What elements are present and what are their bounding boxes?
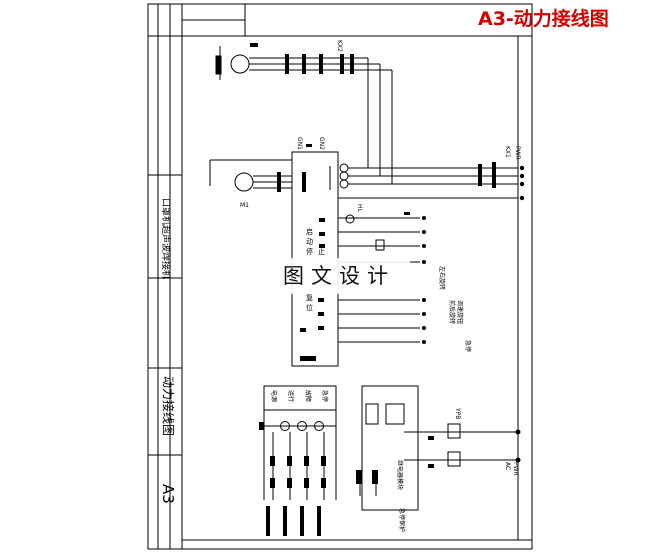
stack-1: 动 [306,237,313,246]
hl-label: HL [356,204,363,213]
relay-label: 继电器模块 [396,460,404,490]
stack-2: 停 [306,247,313,256]
indicator-2: 故障 [304,390,312,402]
stack-5: 位 [306,303,313,312]
bottom-note: 急停保护 [398,508,406,532]
pwr-bottom-label: PWR [512,462,519,476]
ctrl-list: 调速旋钮 [456,300,464,324]
ctrl-col3: 急停 [464,340,472,352]
stack-3: 止 [318,247,325,256]
sheet-size-text: A3 [159,484,177,504]
gn2-label: GN2 [318,137,325,150]
gn1-label: GN1 [296,137,303,150]
machine-name-text: 口罩机超声波焊接机 [160,198,172,279]
kx2-label: KX2 [336,40,343,52]
ctrl-col1: 左右旋转 [438,266,446,290]
indicator-1: 运行 [287,390,295,402]
drawing-name-text: 动力接线图 [161,376,176,436]
relay-circuit [359,385,518,511]
sheet-title: A3-动力接线图 [478,8,609,30]
m1-label: M1 [240,202,249,209]
pwr-top-label: PWR [514,146,521,160]
indicator-3: 急停 [321,390,329,402]
main-bus [209,151,518,367]
ctrl-col2: 前后旋转 [448,300,456,324]
watermark: 图文设计 [268,258,410,294]
stack-0: 启 [306,227,313,236]
stack-4: 复 [306,293,313,302]
control-text-group: 左右旋转 前后旋转 急停 调速旋钮 启 动 停 止 复 位 [306,227,472,352]
kx1-label: KX1 [504,146,511,158]
ac-label: AC [504,462,511,470]
indicator-0: 电源 [270,390,278,402]
ypb-label: YPB [454,407,461,419]
